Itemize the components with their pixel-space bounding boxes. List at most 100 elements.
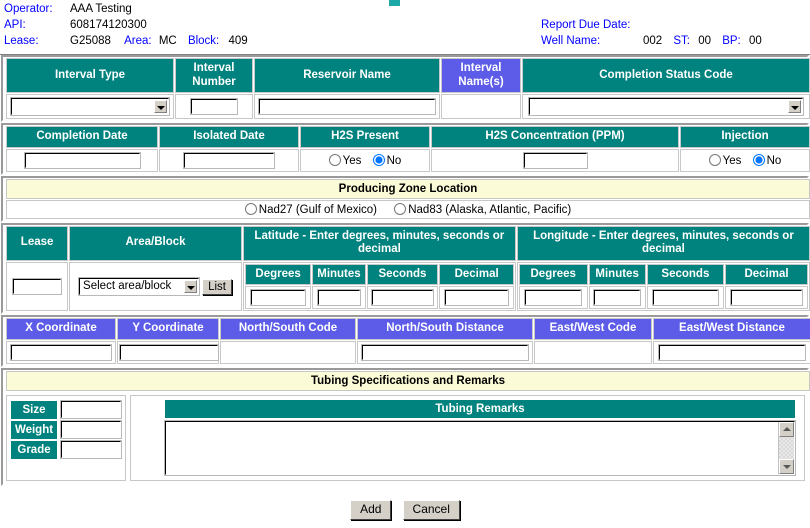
injection-header: Injection: [680, 126, 810, 148]
tubing-remarks-textarea[interactable]: [166, 421, 776, 474]
north-south-distance-cell: [357, 340, 533, 364]
bp-value: 00: [748, 35, 762, 47]
area-block-select[interactable]: Select area/block: [78, 277, 201, 297]
dates-input-row: Yes No Yes No: [6, 148, 810, 172]
well-name-label: Well Name:: [541, 35, 601, 47]
longitude-decimal-cell: [725, 286, 808, 310]
latitude-degrees-cell: [244, 286, 312, 310]
injection-yes-option[interactable]: Yes: [708, 153, 742, 167]
tubing-remarks-scrollbar[interactable]: [778, 421, 794, 474]
tubing-grade-row: Grade: [11, 440, 122, 460]
producing-zone-title-row: Producing Zone Location: [6, 178, 810, 199]
producing-zone-title: Producing Zone Location: [6, 178, 810, 199]
latitude-decimal-input[interactable]: [444, 289, 510, 307]
nad27-option[interactable]: Nad27 (Gulf of Mexico): [244, 202, 377, 216]
longitude-decimal-input[interactable]: [730, 289, 803, 307]
latitude-header: Latitude - Enter degrees, minutes, secon…: [242, 225, 516, 261]
isolated-date-header: Isolated Date: [159, 126, 299, 148]
longitude-header: Longitude - Enter degrees, minutes, seco…: [516, 225, 810, 261]
isolated-date-input[interactable]: [183, 151, 275, 169]
dates-header-row: Completion Date Isolated Date H2S Presen…: [6, 126, 810, 148]
h2s-yes-option[interactable]: Yes: [328, 153, 362, 167]
y-coordinate-header: Y Coordinate: [117, 318, 219, 340]
east-west-distance-cell: [653, 340, 810, 364]
latitude-degrees-input[interactable]: [249, 289, 307, 307]
completion-status-select[interactable]: [528, 97, 804, 117]
h2s-present-radio-group[interactable]: Yes No: [325, 153, 406, 167]
interval-table: Interval Type Interval Number Reservoir …: [5, 57, 810, 120]
h2s-concentration-input[interactable]: [522, 151, 588, 169]
injection-no-radio[interactable]: [752, 153, 765, 166]
reservoir-name-header: Reservoir Name: [254, 58, 440, 94]
east-west-distance-input[interactable]: [658, 343, 806, 361]
tubing-grade-label: Grade: [11, 440, 57, 459]
tubing-body: Size Weight Grade Tubing Remarks: [3, 392, 807, 484]
nad27-radio[interactable]: [244, 202, 257, 215]
h2s-present-header: H2S Present: [300, 126, 430, 148]
nad83-option[interactable]: Nad83 (Alaska, Atlantic, Pacific): [394, 202, 572, 216]
reservoir-name-input[interactable]: [258, 98, 436, 116]
operator-value: AAA Testing: [70, 3, 132, 15]
chevron-down-icon[interactable]: [154, 100, 167, 114]
x-coordinate-header: X Coordinate: [6, 318, 116, 340]
h2s-no-radio[interactable]: [372, 153, 385, 166]
longitude-minutes-input[interactable]: [593, 289, 642, 307]
longitude-seconds-input[interactable]: [651, 289, 720, 307]
st-value: 00: [698, 35, 712, 47]
bp-label: BP:: [722, 35, 741, 47]
injection-yes-radio[interactable]: [708, 153, 721, 166]
nad83-label: Nad83 (Alaska, Atlantic, Pacific): [408, 203, 572, 216]
api-row: API:608174120300: [4, 19, 147, 31]
scroll-down-icon[interactable]: [779, 458, 794, 474]
completion-date-input[interactable]: [23, 151, 141, 169]
injection-yes-label: Yes: [722, 154, 742, 167]
list-button[interactable]: List: [202, 278, 233, 295]
latitude-minutes-input[interactable]: [316, 289, 362, 307]
longitude-input-row: [518, 286, 808, 310]
tubing-size-input[interactable]: [60, 400, 122, 420]
location-section: Lease Area/Block Latitude - Enter degree…: [1, 222, 810, 315]
scroll-up-icon[interactable]: [779, 421, 794, 437]
chevron-down-icon[interactable]: [788, 100, 801, 114]
lease-input[interactable]: [12, 278, 63, 296]
y-coordinate-input[interactable]: [119, 343, 219, 361]
longitude-degrees-cell: [518, 286, 588, 310]
injection-no-option[interactable]: No: [752, 153, 781, 167]
interval-section: Interval Type Interval Number Reservoir …: [1, 55, 810, 123]
interval-names-header: Interval Name(s): [441, 58, 521, 94]
latitude-seconds-input[interactable]: [371, 289, 434, 307]
north-south-distance-header: North/South Distance: [357, 318, 533, 340]
h2s-no-label: No: [386, 154, 402, 167]
x-coordinate-input[interactable]: [10, 343, 112, 361]
cancel-button[interactable]: Cancel: [402, 499, 460, 520]
interval-number-input[interactable]: [190, 98, 238, 116]
lease-header: Lease: [6, 225, 69, 261]
tubing-weight-input[interactable]: [60, 420, 122, 440]
tubing-remarks-field[interactable]: [164, 419, 796, 476]
north-south-distance-input[interactable]: [361, 343, 529, 361]
add-button[interactable]: Add: [350, 499, 392, 520]
tubing-grade-input[interactable]: [60, 440, 122, 460]
area-block-select-value: Select area/block: [83, 280, 172, 293]
injection-radio-group[interactable]: Yes No: [705, 153, 786, 167]
interval-type-select[interactable]: [10, 97, 170, 117]
nad83-radio[interactable]: [394, 202, 407, 215]
coordinate-input-row: [6, 340, 810, 364]
tubing-title-table: Tubing Specifications and Remarks: [5, 370, 810, 392]
latitude-group-cell: Degrees Minutes Seconds Decimal: [242, 261, 516, 312]
h2s-yes-radio[interactable]: [328, 153, 341, 166]
chevron-down-icon[interactable]: [184, 280, 198, 294]
injection-cell: Yes No: [680, 148, 810, 172]
isolated-date-cell: [159, 148, 299, 172]
report-due-date-row: Report Due Date:: [541, 19, 643, 31]
h2s-no-option[interactable]: No: [372, 153, 402, 167]
header-tick-marker: [389, 0, 400, 6]
lease-value: G25088: [70, 35, 111, 47]
longitude-seconds-header: Seconds: [646, 263, 724, 286]
h2s-yes-label: Yes: [342, 154, 362, 167]
datum-radio-group[interactable]: Nad27 (Gulf of Mexico) Nad83 (Alaska, At…: [241, 202, 575, 216]
longitude-degrees-input[interactable]: [523, 289, 583, 307]
completion-date-cell: [6, 148, 158, 172]
api-label: API:: [4, 19, 26, 31]
latitude-decimal-header: Decimal: [439, 263, 514, 286]
